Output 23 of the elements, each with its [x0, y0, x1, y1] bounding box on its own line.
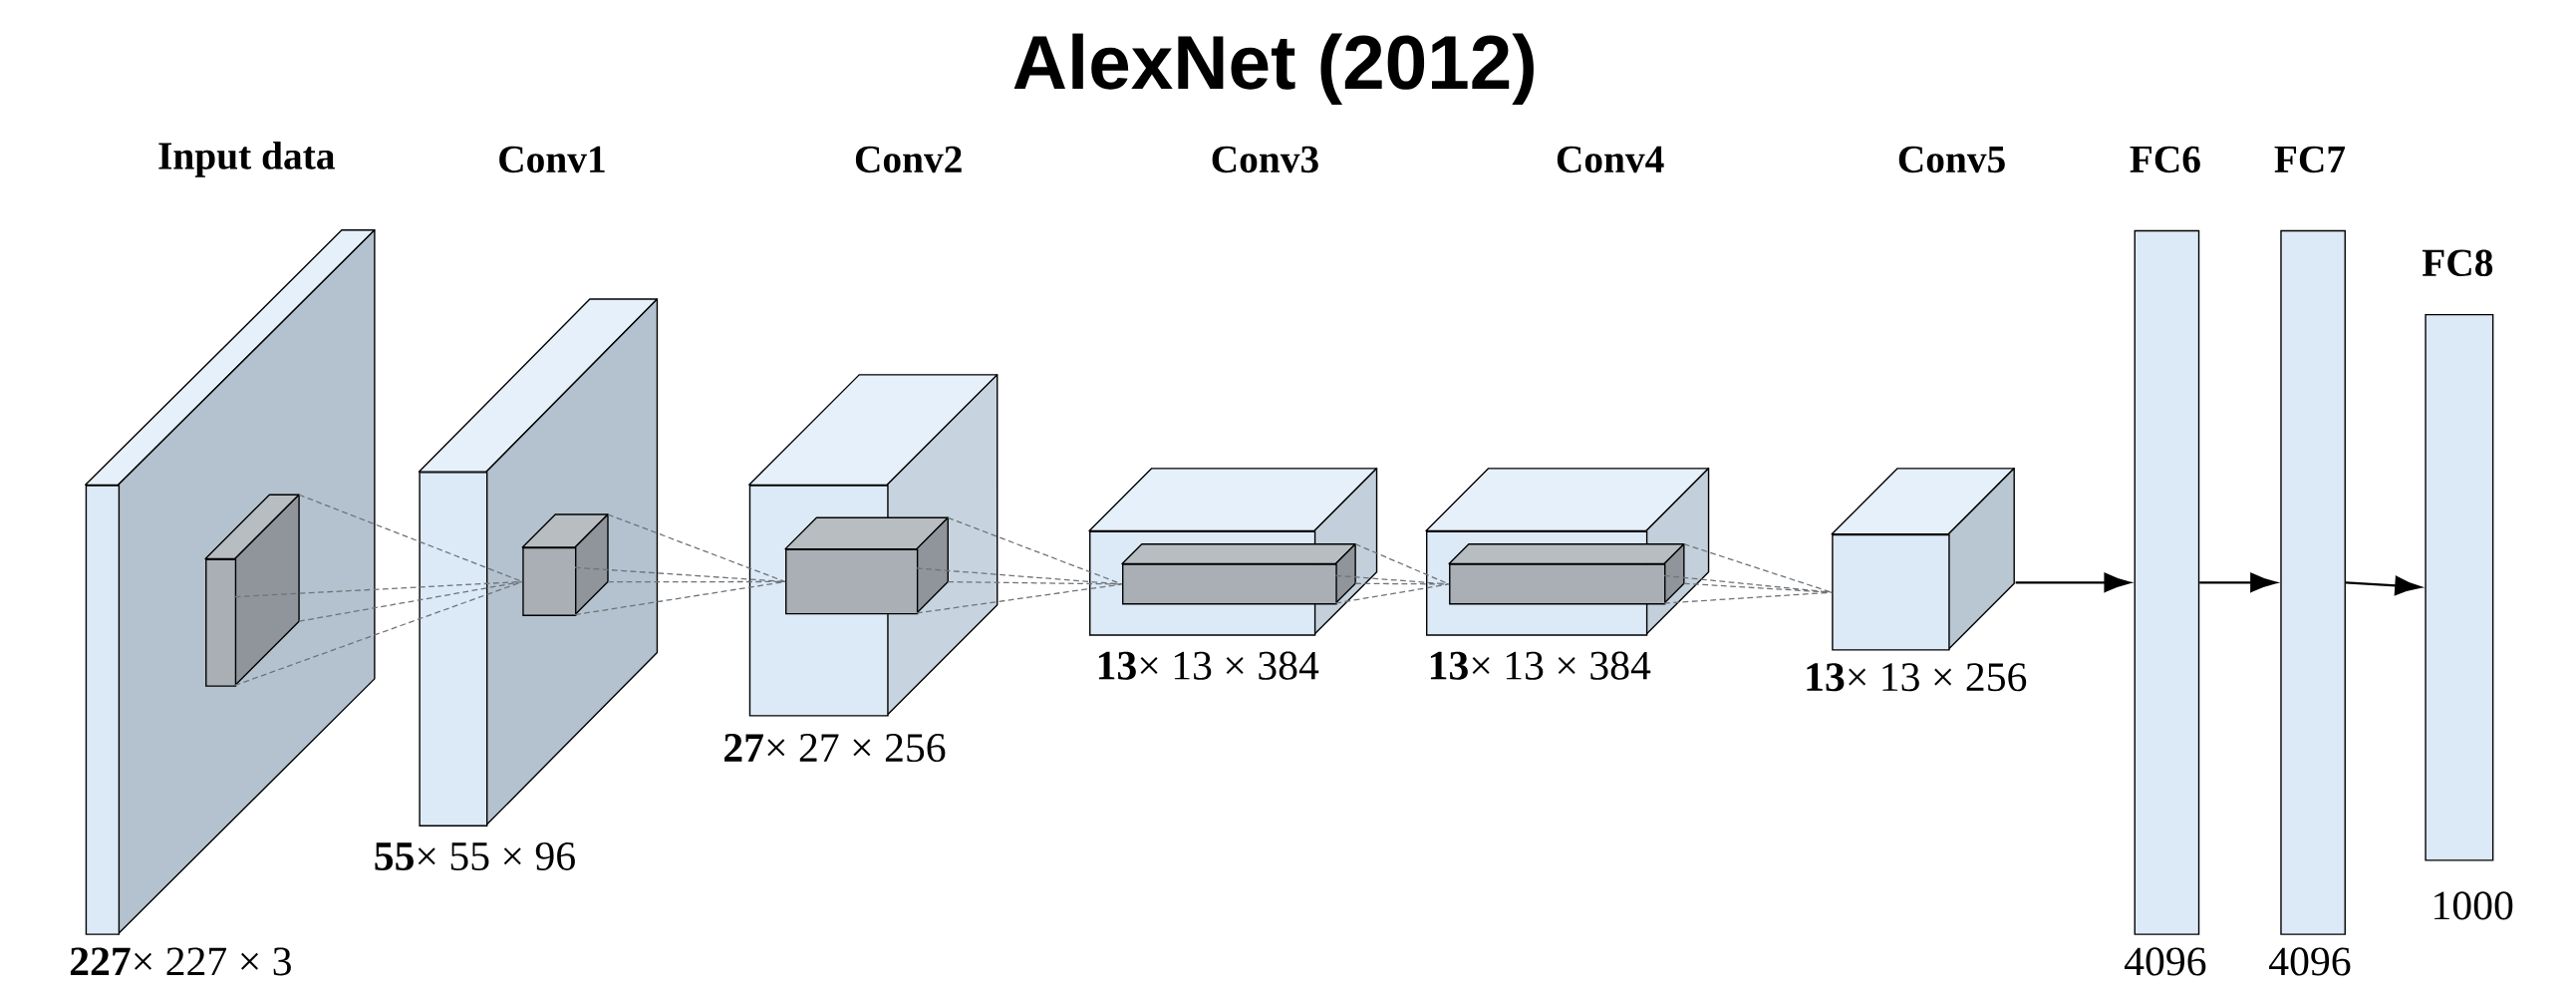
layer-heading: Input data: [158, 142, 335, 177]
projection-lines: [1334, 543, 1450, 604]
layer-heading: FC6: [2130, 146, 2200, 173]
layer-heading: Conv5: [1898, 146, 2005, 173]
dimension-label: 13× 13 × 384: [1430, 651, 1651, 680]
projection-lines: [1663, 543, 1833, 604]
layer-heading: Conv2: [855, 146, 962, 173]
dimension-label: 1000: [2434, 891, 2513, 920]
dimension-label: 227× 227 × 3: [70, 947, 291, 976]
title: AlexNet (2012): [1013, 33, 1534, 106]
dimension-label: 13× 13 × 256: [1807, 663, 2027, 692]
dimension-label: 55× 55 × 96: [375, 842, 575, 871]
dimension-label: 4096: [2124, 947, 2206, 976]
layer-heading: Conv3: [1212, 146, 1318, 173]
layer-heading: Conv4: [1557, 146, 1664, 173]
dimension-label: 27× 27 × 256: [724, 734, 946, 763]
layer-heading: FC7: [2274, 146, 2346, 173]
dimension-label: 13× 13 × 384: [1098, 651, 1319, 680]
layer-heading: FC8: [2422, 249, 2493, 277]
dimension-label: 4096: [2269, 947, 2351, 976]
arrow: [2345, 575, 2422, 596]
arrow: [2199, 572, 2277, 593]
layer-heading: Conv1: [499, 146, 605, 173]
